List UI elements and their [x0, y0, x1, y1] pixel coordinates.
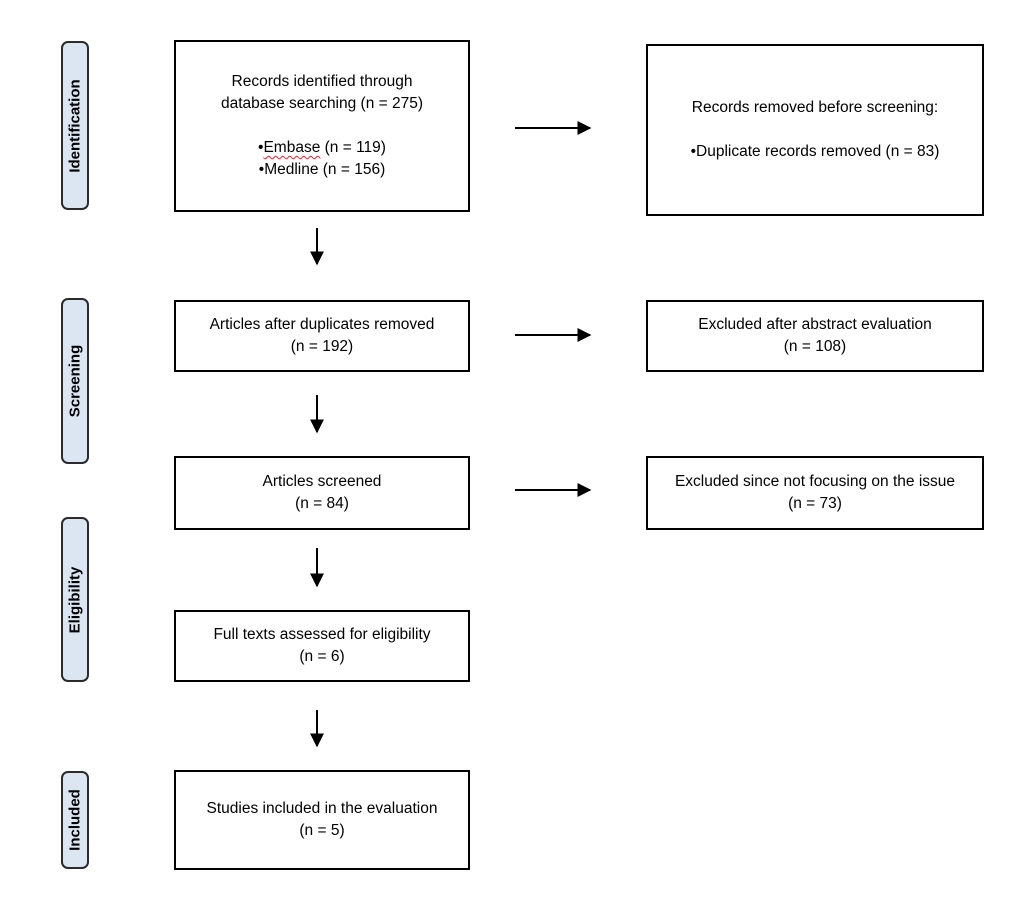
articles-screened-box: Articles screened (n = 84) — [174, 456, 470, 530]
bullet-glyph — [691, 143, 696, 160]
phase-screening: Screening — [61, 298, 89, 464]
records-identified-box: Records identified through database sear… — [174, 40, 470, 212]
bullet-glyph — [258, 139, 263, 156]
excluded-abstract-line1: Excluded after abstract evaluation — [698, 316, 932, 333]
excluded-issue-line1: Excluded since not focusing on the issue — [674, 473, 956, 490]
studies-included-box: Studies included in the evaluation (n = … — [174, 770, 470, 870]
medline-item: Medline (n = 156) — [259, 159, 386, 181]
full-texts-box: Full texts assessed for eligibility (n =… — [174, 610, 470, 682]
phase-identification: Identification — [61, 41, 89, 210]
studies-included-line2: (n = 5) — [299, 822, 345, 839]
full-texts-line1: Full texts assessed for eligibility — [213, 626, 431, 643]
records-removed-box: Records removed before screening: Duplic… — [646, 44, 984, 216]
duplicates-item: Duplicate records removed (n = 83) — [691, 141, 940, 163]
excluded-abstract-line2: (n = 108) — [783, 338, 847, 355]
articles-screened-line2: (n = 84) — [295, 495, 349, 512]
articles-screened-line1: Articles screened — [262, 473, 382, 490]
records-removed-title: Records removed before screening: — [691, 99, 939, 116]
studies-included-line1: Studies included in the evaluation — [206, 800, 438, 817]
phase-eligibility: Eligibility — [61, 517, 89, 682]
excluded-abstract-box: Excluded after abstract evaluation (n = … — [646, 300, 984, 372]
embase-item: Embase (n = 119) — [258, 137, 386, 159]
excluded-issue-box: Excluded since not focusing on the issue… — [646, 456, 984, 530]
bullet-glyph — [259, 161, 264, 178]
medline-text: Medline (n = 156) — [264, 161, 386, 178]
records-identified-line2: database searching (n = 275) — [220, 95, 424, 112]
records-identified-line1: Records identified through — [231, 73, 413, 90]
phase-included: Included — [61, 771, 89, 869]
embase-name: Embase — [263, 139, 321, 156]
embase-count: (n = 119) — [320, 139, 386, 156]
after-duplicates-line1: Articles after duplicates removed — [209, 316, 435, 333]
after-duplicates-line2: (n = 192) — [290, 338, 354, 355]
duplicates-text: Duplicate records removed (n = 83) — [696, 143, 940, 160]
excluded-issue-line2: (n = 73) — [788, 495, 842, 512]
after-duplicates-box: Articles after duplicates removed (n = 1… — [174, 300, 470, 372]
full-texts-line2: (n = 6) — [299, 648, 345, 665]
